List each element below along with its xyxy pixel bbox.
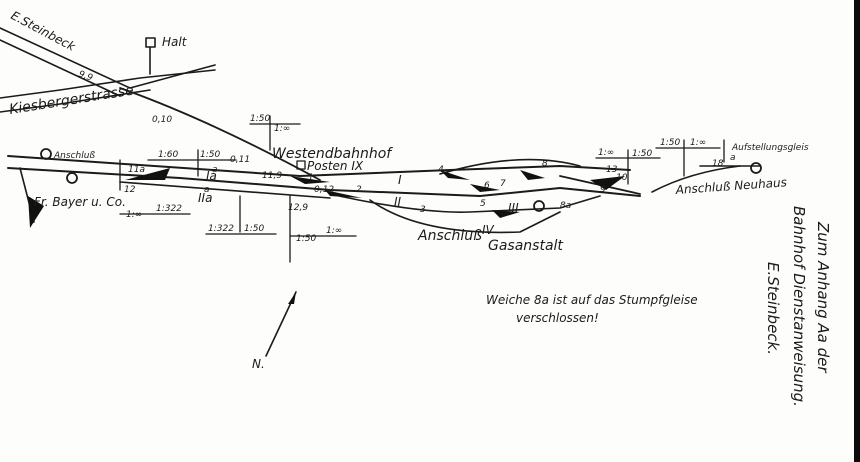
label-anschluss-gas: Anschluß: [417, 228, 482, 244]
switch-markers: [28, 168, 625, 228]
north-label: N.: [252, 357, 265, 371]
gradient-5: 1:322: [156, 204, 182, 214]
track-num-IIa: IIa: [198, 191, 212, 205]
track-iv-gasanstalt: [369, 199, 561, 234]
switch-num-1: 1: [308, 173, 314, 183]
km-mark-6: 0,12: [314, 185, 334, 195]
switch-num-4: 4: [438, 165, 444, 175]
gradient-3: 1:60: [158, 150, 178, 160]
track-loop-upper: [439, 158, 581, 175]
switch-1: [290, 176, 330, 184]
label-gasanstalt: Gasanstalt: [488, 238, 563, 254]
switch-5: [492, 210, 520, 218]
switch-num-8a: 8a: [560, 201, 571, 211]
label-bayer: Fr. Bayer u. Co.: [34, 195, 126, 209]
signal-aufstellung-icon: [750, 162, 762, 174]
switch-6: [470, 184, 500, 192]
km-mark-1: 9,9: [77, 69, 94, 83]
switch-num-12a: 12: [124, 185, 136, 195]
gradient-1: 1:50: [250, 114, 270, 124]
switch-num-8: 8: [542, 159, 548, 169]
switch-num-5: 5: [480, 199, 486, 209]
switch-num-a3: a: [730, 153, 736, 163]
posten-icon: [296, 160, 306, 170]
note-line-2: verschlossen!: [516, 311, 599, 325]
switch-9: [590, 176, 625, 190]
switch-11a: [125, 168, 170, 180]
label-halt: Halt: [162, 35, 188, 49]
halt-signal-icon: [145, 37, 156, 48]
signal-anschluss-icon: [40, 148, 52, 160]
switch-num-13: 13: [606, 165, 618, 175]
switch-bayer: [28, 196, 44, 228]
switch-4: [440, 170, 470, 180]
gradient-ticks: [119, 115, 725, 263]
gradient-8: 1:50: [244, 224, 264, 234]
track-num-II: II: [394, 195, 402, 209]
main-track-i: [7, 155, 631, 177]
km-mark-3: 0,11: [230, 155, 250, 165]
gradient-9: 1:50: [296, 234, 316, 244]
label-anschluss-neuhaus: Anschluß Neuhaus: [674, 175, 787, 197]
track-num-I: I: [398, 173, 402, 187]
gradient-13: 1:50: [660, 138, 680, 148]
km-mark-2: 0,10: [152, 115, 172, 125]
switch-num-3: 3: [420, 205, 426, 215]
switch-num-a2: a: [204, 185, 210, 195]
signal-bayer-icon: [66, 172, 78, 184]
switch-num-6: 6: [484, 181, 490, 191]
switch-num-a1: a: [212, 165, 218, 175]
north-arrow-head: [288, 292, 296, 304]
gradient-14: 1:∞: [690, 138, 706, 148]
track-num-Ia: Ia: [206, 169, 217, 183]
scan-edge: [854, 0, 860, 462]
switch-num-10: 10: [616, 173, 628, 183]
km-mark-5: 12,9: [288, 203, 308, 213]
switch-num-18: 18: [712, 159, 724, 169]
switch-num-7: 7: [500, 179, 506, 189]
switch-num-11a: 11a: [128, 165, 145, 175]
signal-gasanstalt-icon: [533, 200, 545, 212]
gradient-4: 1:50: [200, 150, 220, 160]
track-iia: [119, 181, 331, 199]
road-kiesberger-bottom: [0, 89, 151, 113]
switch-num-9: 9: [600, 185, 606, 195]
switch-8: [520, 170, 545, 180]
gradient-11: 1:∞: [598, 148, 614, 158]
switch-2: [325, 190, 362, 198]
label-posten: Posten IX: [307, 159, 364, 173]
road-kiesberger-top: [0, 69, 216, 99]
gradient-7: 1:322: [208, 224, 234, 234]
side-note-1: Zum Anhang Aa der: [814, 221, 832, 373]
track-neuhaus: [651, 165, 741, 193]
label-aufstellungsgleis: Aufstellungsgleis: [731, 143, 809, 153]
track-num-III: III: [508, 201, 519, 215]
gradient-2: 1:∞: [274, 124, 290, 134]
km-mark-4: 11,9: [262, 171, 282, 181]
gradient-10: 1:∞: [326, 226, 342, 236]
note-line-1: Weiche 8a ist auf das Stumpfgleise: [486, 293, 698, 307]
side-note-3: E.Steinbeck.: [764, 262, 782, 355]
side-note-2: Bahnhof Dienstanweisung.: [790, 206, 808, 407]
branch-curve-steinbeck: [119, 87, 321, 181]
track-num-IV: IV: [482, 223, 495, 237]
label-westend: Westendbahnhof: [272, 146, 393, 162]
track-iii: [329, 193, 601, 213]
gradient-12: 1:50: [632, 149, 652, 159]
gradient-6: 1:∞: [126, 210, 142, 220]
switch-num-2: 2: [356, 185, 362, 195]
label-anschluss-left: Anschluß: [53, 151, 95, 161]
road-line-upper-2: [0, 39, 121, 97]
